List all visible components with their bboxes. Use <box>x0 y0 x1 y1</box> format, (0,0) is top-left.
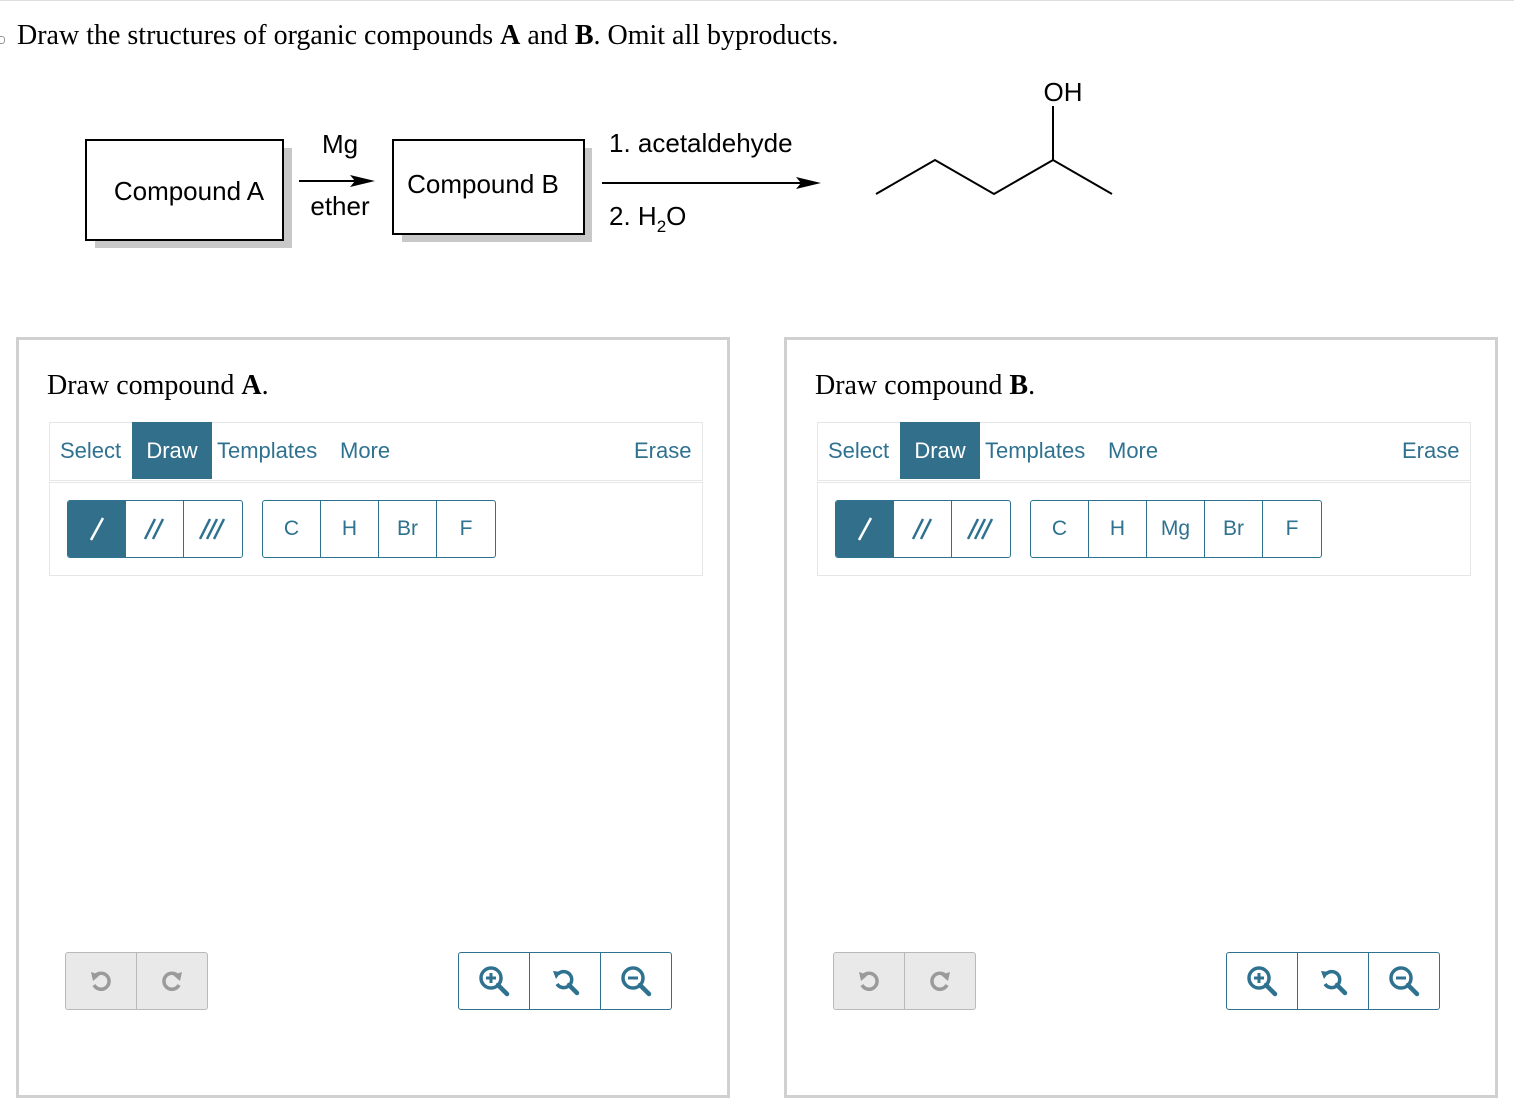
tabs-top-border <box>818 422 1470 423</box>
tab-templates[interactable]: Templates <box>217 438 318 463</box>
reagent-ether: ether <box>310 191 370 221</box>
zoom-in-icon[interactable] <box>1227 953 1298 1009</box>
undo-icon[interactable] <box>834 953 905 1009</box>
compound-b-label: Compound B <box>407 169 559 199</box>
panel-title: Draw compound A. <box>47 370 269 401</box>
arrow-1-head <box>350 175 375 187</box>
atom-h-button[interactable]: H <box>321 501 379 557</box>
atom-mg-button[interactable]: Mg <box>1147 501 1205 557</box>
compound-a-label: Compound A <box>114 176 265 206</box>
reaction-scheme: Compound A Mg ether Compound B 1. acetal… <box>85 77 1113 248</box>
arrow-2-head <box>796 177 821 189</box>
redo-icon[interactable] <box>137 953 207 1009</box>
atom-c-button[interactable]: C <box>1031 501 1089 557</box>
undo-icon[interactable] <box>66 953 137 1009</box>
draw-panel-a: Draw compound A. Select Draw Templates M… <box>16 337 730 1098</box>
tab-select[interactable]: Select <box>60 438 122 463</box>
atom-group: C H Mg Br F <box>1030 500 1322 558</box>
redo-icon[interactable] <box>905 953 975 1009</box>
zoom-reset-icon[interactable] <box>530 953 601 1009</box>
double-bond-icon[interactable] <box>126 501 184 557</box>
tab-select[interactable]: Select <box>828 438 890 463</box>
atom-br-button[interactable]: Br <box>1205 501 1263 557</box>
zoom-in-icon[interactable] <box>459 953 530 1009</box>
step-1-text: 1. acetaldehyde <box>609 128 793 158</box>
panel-title: Draw compound B. <box>815 370 1036 401</box>
zoom-out-icon[interactable] <box>1369 953 1439 1009</box>
atom-f-button[interactable]: F <box>1285 517 1299 540</box>
atom-h-button[interactable]: H <box>1089 501 1147 557</box>
tab-draw[interactable]: Draw <box>900 422 980 479</box>
reagent-mg: Mg <box>322 129 358 159</box>
atom-f-button[interactable]: F <box>459 517 473 540</box>
atom-c-button[interactable]: C <box>263 501 321 557</box>
tool-palette: C H Br F <box>49 482 703 576</box>
atom-br-button[interactable]: Br <box>379 501 437 557</box>
compound-a-box <box>85 139 284 241</box>
step-2-text: 2. H2O <box>609 201 686 236</box>
single-bond-icon[interactable] <box>836 501 894 557</box>
zoom-group <box>1226 952 1440 1010</box>
question-text: Draw the structures of organic compounds… <box>17 20 839 51</box>
zoom-out-icon[interactable] <box>601 953 671 1009</box>
editor-tabs: Select Draw Templates More Erase <box>49 422 703 481</box>
tab-draw[interactable]: Draw <box>132 422 212 479</box>
triple-bond-icon[interactable] <box>184 501 242 557</box>
side-watermark <box>0 36 5 44</box>
product-oh-label: OH <box>1044 77 1083 107</box>
draw-panel-b: Draw compound B. Select Draw Templates M… <box>784 337 1498 1098</box>
tool-palette: C H Mg Br F <box>817 482 1471 576</box>
erase-button[interactable]: Erase <box>634 438 692 463</box>
tab-more[interactable]: More <box>1108 438 1159 463</box>
tabs-top-border <box>50 422 702 423</box>
triple-bond-icon[interactable] <box>952 501 1010 557</box>
history-group <box>833 952 976 1010</box>
double-bond-icon[interactable] <box>894 501 952 557</box>
bond-group <box>835 500 1011 558</box>
zoom-reset-icon[interactable] <box>1298 953 1369 1009</box>
tab-templates[interactable]: Templates <box>985 438 1086 463</box>
compound-b-box <box>392 139 585 235</box>
tab-more[interactable]: More <box>340 438 391 463</box>
bond-group <box>67 500 243 558</box>
history-group <box>65 952 208 1010</box>
atom-group: C H Br F <box>262 500 496 558</box>
zoom-group <box>458 952 672 1010</box>
editor-tabs: Select Draw Templates More Erase <box>817 422 1471 481</box>
top-divider <box>0 0 1514 1</box>
single-bond-icon[interactable] <box>68 501 126 557</box>
erase-button[interactable]: Erase <box>1402 438 1460 463</box>
product-skeleton <box>875 158 1113 196</box>
